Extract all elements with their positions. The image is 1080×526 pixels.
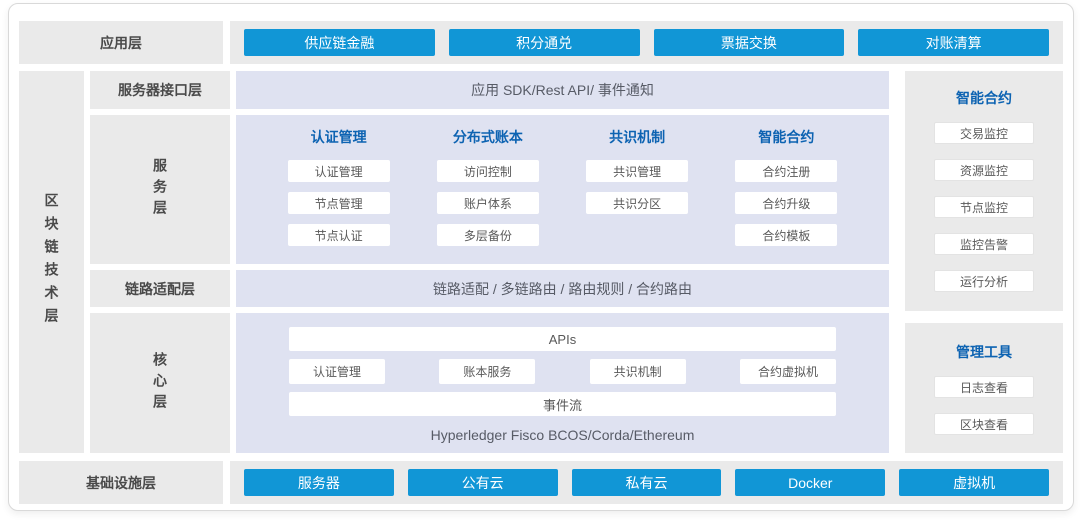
smart-contract-monitor-panel: 智能合约 交易监控 资源监控 节点监控 监控告警 运行分析 [905, 71, 1063, 311]
service-column-header: 共识机制 [609, 129, 666, 145]
infrastructure-layer-row: 基础设施层 服务器 公有云 私有云 Docker 虚拟机 [19, 461, 1063, 504]
layer-content-column: 应用 SDK/Rest API/ 事件通知 认证管理 认证管理 节点管理 节点认… [236, 71, 889, 453]
service-column-ledger: 分布式账本 访问控制 账户体系 多层备份 [413, 127, 562, 264]
architecture-diagram-card: 应用层 供应链金融 积分通兑 票据交换 对账清算 区块链技术层 服务器接口层 服… [8, 3, 1074, 511]
sidebar-item-monitor-alert: 监控告警 [934, 233, 1034, 255]
blockchain-platforms-text: Hyperledger Fisco BCOS/Corda/Ethereum [430, 426, 695, 443]
management-tools-panel: 管理工具 日志查看 区块查看 [905, 323, 1063, 453]
application-layer-row: 应用层 供应链金融 积分通兑 票据交换 对账清算 [19, 21, 1063, 64]
service-column-header: 分布式账本 [452, 129, 523, 145]
service-item: 多层备份 [436, 224, 539, 246]
sidebar-item-operation-analysis: 运行分析 [934, 270, 1034, 292]
service-column-auth: 认证管理 认证管理 节点管理 节点认证 [264, 127, 413, 264]
right-sidebar: 智能合约 交易监控 资源监控 节点监控 监控告警 运行分析 管理工具 日志查看 … [905, 71, 1063, 453]
layer-labels-column: 服务器接口层 服务层 链路适配层 核心层 [90, 71, 230, 453]
apis-bar: APIs [289, 327, 836, 351]
blockchain-tech-layer-label: 区块链技术层 [19, 71, 84, 453]
sidebar-panel-header: 智能合约 [956, 90, 1012, 106]
blockchain-tech-layer-section: 区块链技术层 服务器接口层 服务层 链路适配层 核心层 应用 SDK/Rest … [19, 71, 1063, 453]
core-modules-row: 认证管理 账本服务 共识机制 合约虚拟机 [289, 359, 836, 384]
service-item: 认证管理 [287, 160, 390, 182]
service-layer-panel: 认证管理 认证管理 节点管理 节点认证 分布式账本 访问控制 账户体系 多层备份… [236, 115, 889, 264]
sidebar-item-log-view: 日志查看 [934, 376, 1034, 398]
service-item: 合约模板 [735, 224, 838, 246]
app-button-points-exchange: 积分通兑 [448, 29, 640, 56]
app-button-bill-exchange: 票据交换 [653, 29, 845, 56]
interface-layer-label: 服务器接口层 [90, 71, 230, 109]
service-column-header: 智能合约 [758, 129, 815, 145]
core-module: 合约虚拟机 [739, 359, 836, 384]
infra-button-server: 服务器 [244, 469, 394, 496]
infra-button-private-cloud: 私有云 [571, 469, 722, 496]
infra-button-public-cloud: 公有云 [407, 469, 558, 496]
service-item: 节点认证 [287, 224, 390, 246]
service-column-header: 认证管理 [310, 129, 367, 145]
application-layer-label: 应用层 [19, 21, 223, 64]
link-adaptation-layer-content: 链路适配 / 多链路由 / 路由规则 / 合约路由 [236, 270, 889, 307]
service-column-smart-contract: 智能合约 合约注册 合约升级 合约模板 [712, 127, 861, 264]
core-module: 认证管理 [289, 359, 385, 384]
sidebar-item-transaction-monitor: 交易监控 [934, 122, 1034, 144]
sidebar-item-resource-monitor: 资源监控 [934, 159, 1034, 181]
infrastructure-layer-label: 基础设施层 [19, 461, 223, 504]
link-adaptation-layer-label: 链路适配层 [90, 270, 230, 307]
core-layer-label: 核心层 [90, 313, 230, 453]
infra-button-vm: 虚拟机 [899, 469, 1049, 496]
sidebar-item-block-view: 区块查看 [934, 413, 1034, 435]
event-stream-bar: 事件流 [289, 392, 836, 416]
service-item: 节点管理 [287, 192, 390, 214]
service-layer-label: 服务层 [90, 115, 230, 264]
interface-layer-content: 应用 SDK/Rest API/ 事件通知 [236, 71, 889, 109]
infra-button-docker: Docker [735, 469, 886, 496]
service-item: 访问控制 [436, 160, 539, 182]
application-buttons-strip: 供应链金融 积分通兑 票据交换 对账清算 [230, 21, 1063, 64]
core-layer-panel: APIs 认证管理 账本服务 共识机制 合约虚拟机 事件流 Hyperledge… [236, 313, 889, 453]
infrastructure-buttons-strip: 服务器 公有云 私有云 Docker 虚拟机 [230, 461, 1063, 504]
app-button-reconciliation: 对账清算 [858, 29, 1049, 56]
sidebar-panel-header: 管理工具 [956, 344, 1012, 360]
service-column-consensus: 共识机制 共识管理 共识分区 [563, 127, 712, 264]
service-item: 共识分区 [586, 192, 689, 214]
app-button-supply-chain-finance: 供应链金融 [244, 29, 435, 56]
service-item: 账户体系 [436, 192, 539, 214]
service-item: 合约注册 [735, 160, 838, 182]
service-item: 合约升级 [735, 192, 838, 214]
core-module: 共识机制 [589, 359, 686, 384]
sidebar-item-node-monitor: 节点监控 [934, 196, 1034, 218]
core-module: 账本服务 [439, 359, 536, 384]
service-item: 共识管理 [586, 160, 689, 182]
